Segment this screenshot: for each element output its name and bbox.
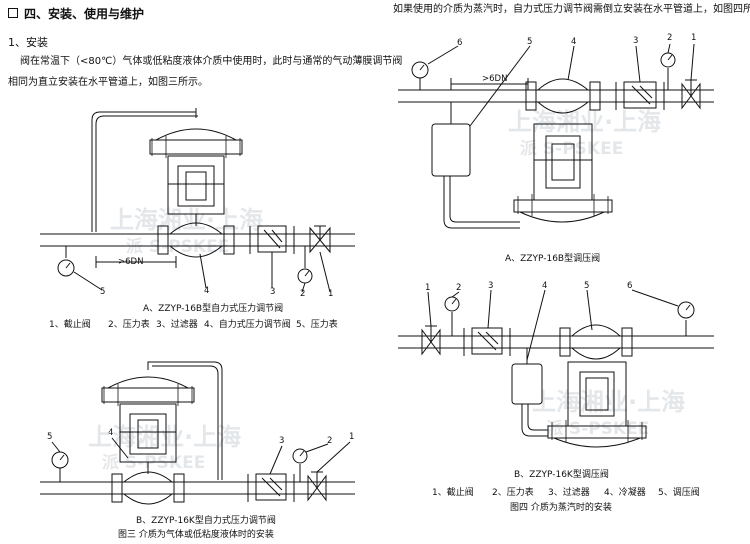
figure-bottom-right (398, 289, 714, 448)
checkbox-icon (8, 8, 18, 18)
svg-text:派 S-PSKEE: 派 S-PSKEE (126, 237, 229, 257)
fig-tr-label-6: 6 (457, 38, 463, 48)
fig-a-legend-3: 3、过滤器 (156, 320, 198, 330)
fig-tr-label-5: 5 (527, 37, 533, 47)
fig-b-label-4: 4 (108, 428, 114, 438)
fig-a-label-5: 5 (100, 287, 106, 297)
fig-tr-dim: >6DN (482, 74, 508, 84)
fig-a-caption: A、ZZYP-16B型自力式压力调节阀 (143, 304, 284, 314)
install-heading: 1、安装 (8, 36, 48, 49)
fig-br-legend-1: 1、截止阀 (432, 488, 474, 498)
fig-br-label-4: 4 (542, 281, 548, 291)
figure-b (40, 361, 355, 505)
fig-b-label-3: 3 (279, 436, 285, 446)
fig-tr-label-2: 2 (667, 33, 673, 43)
watermark: 上海湘业·上海 派 S-PSKEE 上海湘业·上海 派 S-PSKEE 上海湘业… (88, 108, 685, 473)
fig-a-legend-4: 4、自力式压力调节阀 (204, 320, 291, 330)
fig-br-legend-2: 2、压力表 (492, 488, 534, 498)
fig-br-legend-3: 3、过滤器 (548, 488, 590, 498)
fig-br-label-2: 2 (456, 283, 462, 293)
fig-a-label-1: 1 (328, 289, 334, 299)
fig-br-label-1: 1 (425, 283, 431, 293)
fig-br-legend-4: 4、冷凝器 (604, 488, 646, 498)
fig-a-label-4: 4 (204, 286, 210, 296)
svg-text:派 S-PSKEE: 派 S-PSKEE (520, 139, 623, 159)
figure-a (40, 108, 355, 293)
fig-b-label-5: 5 (47, 432, 53, 442)
section-title: 四、安装、使用与维护 (8, 7, 144, 21)
fig-a-legend-5: 5、压力表 (296, 320, 338, 330)
fig-a-legend-2: 2、压力表 (108, 320, 150, 330)
svg-text:上海湘业·上海: 上海湘业·上海 (88, 423, 241, 451)
fig-br-label-3: 3 (488, 281, 494, 291)
fig-b-caption: B、ZZYP-16K型自力式压力调节阀 (136, 516, 276, 526)
svg-text:上海湘业·上海: 上海湘业·上海 (508, 108, 661, 136)
figure-top-right (398, 43, 714, 229)
fig-tr-label-3: 3 (633, 36, 639, 46)
fig-tr-caption: A、ZZYP-16B型调压阀 (505, 254, 601, 264)
fig-tr-label-4: 4 (571, 37, 577, 47)
intro-line-1: 阀在常温下（<80℃）气体或低粘度液体介质中使用时，此时与通常的气动薄膜调节阀 (20, 56, 403, 67)
fig-br-label-5: 5 (584, 281, 590, 291)
svg-text:上海湘业·上海: 上海湘业·上海 (532, 388, 685, 416)
fig-a-label-2: 2 (300, 289, 306, 299)
fig-b-label-1: 1 (349, 432, 355, 442)
svg-text:派 S-PSKEE: 派 S-PSKEE (546, 419, 649, 439)
fig-br-caption: B、ZZYP-16K型调压阀 (514, 470, 609, 480)
intro-line-2: 相同为直立安装在水平管道上，如图三所示。 (8, 77, 208, 88)
fig3-caption: 图三 介质为气体或低粘度液体时的安装 (118, 530, 274, 540)
fig-tr-label-1: 1 (691, 33, 697, 43)
fig-a-label-3: 3 (270, 287, 276, 297)
fig-b-label-2: 2 (327, 436, 333, 446)
svg-text:派 S-PSKEE: 派 S-PSKEE (102, 453, 205, 473)
intro-right: 如果使用的介质为蒸汽时，自力式压力调节阀需倒立安装在水平管道上，如图四所示。 (393, 4, 750, 15)
fig4-caption: 图四 介质为蒸汽时的安装 (510, 503, 612, 513)
svg-text:上海湘业·上海: 上海湘业·上海 (110, 206, 263, 234)
fig-a-legend-1: 1、截止阀 (49, 320, 91, 330)
fig-br-legend-5: 5、调压阀 (658, 488, 700, 498)
fig-br-label-6: 6 (627, 281, 633, 291)
